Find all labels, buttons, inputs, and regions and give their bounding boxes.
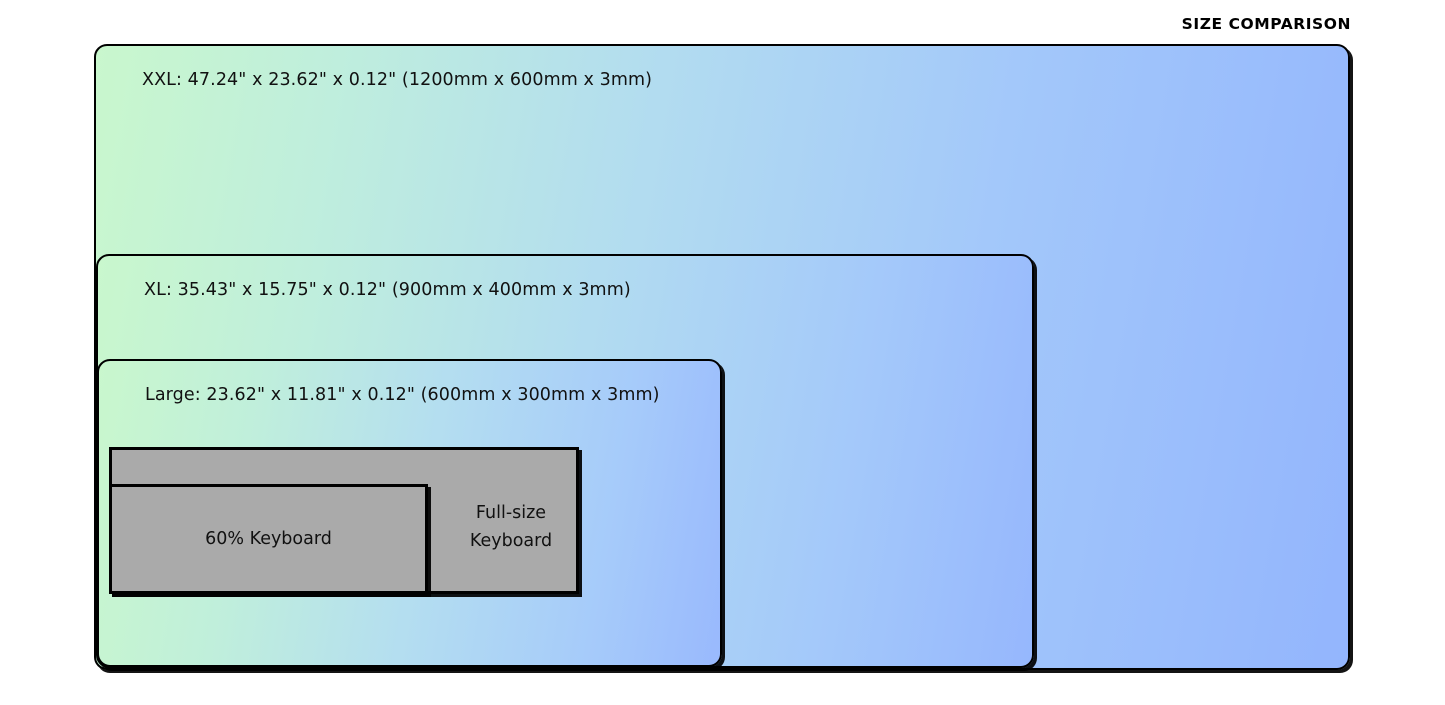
mat-label-large: Large: 23.62" x 11.81" x 0.12" (600mm x …: [145, 385, 660, 405]
mat-label-xl: XL: 35.43" x 15.75" x 0.12" (900mm x 400…: [144, 280, 631, 300]
reference-sixty-percent-keyboard: 60% Keyboard: [109, 484, 428, 594]
reference-label-sixty-percent-keyboard: 60% Keyboard: [205, 529, 332, 549]
page-title: SIZE COMPARISON: [1181, 15, 1351, 33]
reference-label-full-size-keyboard: Full-size Keyboard: [469, 503, 553, 551]
mat-label-xxl: XXL: 47.24" x 23.62" x 0.12" (1200mm x 6…: [142, 70, 653, 90]
